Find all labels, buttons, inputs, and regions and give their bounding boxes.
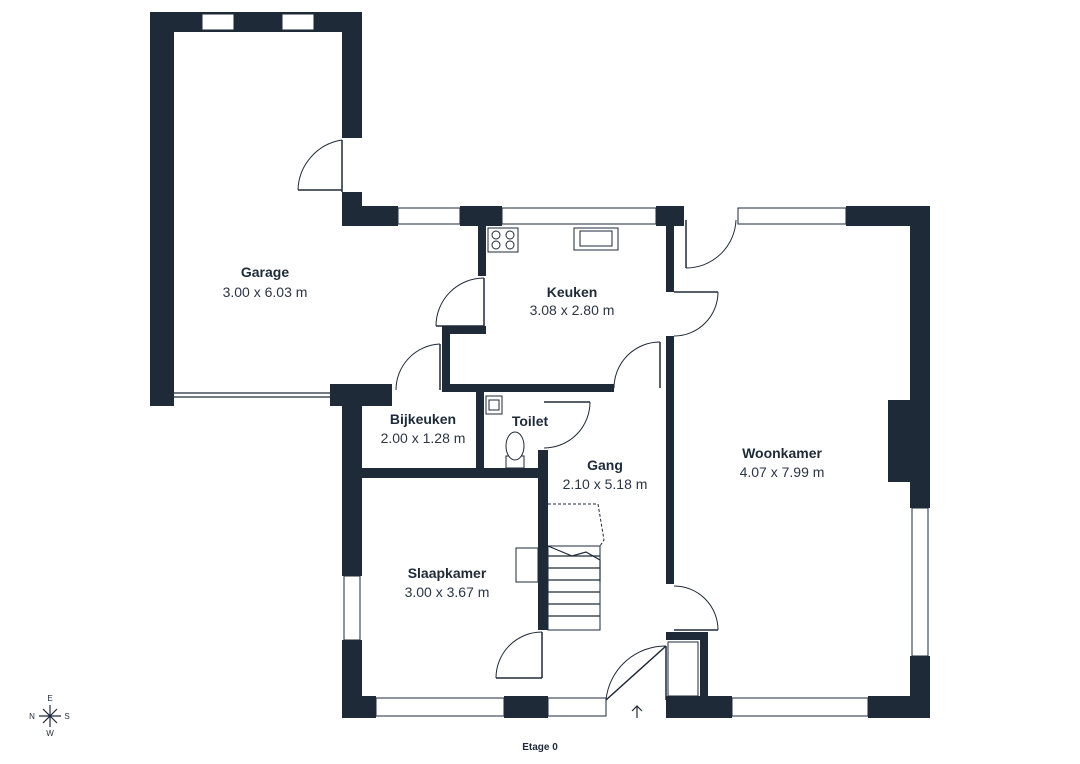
stove-icon <box>487 227 519 253</box>
woonkamer-door <box>673 585 719 631</box>
top-entrance-door <box>685 219 737 269</box>
room-name-keuken: Keuken <box>547 284 598 300</box>
keuken-walls <box>478 226 674 384</box>
bijkeuken-door <box>395 343 441 391</box>
keuken-right-door <box>673 291 719 337</box>
sink-icon <box>573 227 619 251</box>
top-walls <box>342 206 930 226</box>
garage-walls <box>150 12 362 406</box>
room-name-slaapkamer: Slaapkamer <box>408 565 487 581</box>
room-name-bijkeuken: Bijkeuken <box>390 411 456 427</box>
room-size-woonkamer: 4.07 x 7.99 m <box>740 464 825 480</box>
room-name-garage: Garage <box>241 264 289 280</box>
front-door <box>605 645 667 701</box>
slaapkamer-walls <box>342 384 607 718</box>
room-size-bijkeuken: 2.00 x 1.28 m <box>381 430 466 446</box>
compass-east: E <box>47 694 52 703</box>
compass-north: N <box>29 712 35 721</box>
keuken-left-door <box>435 277 485 327</box>
compass-south: S <box>64 712 69 721</box>
gang-keuken-door <box>613 341 661 389</box>
garage-door <box>297 139 343 192</box>
radiator-icon <box>515 547 539 583</box>
entrance-arrow-icon <box>631 705 643 718</box>
room-name-gang: Gang <box>587 457 623 473</box>
toilet-icon <box>505 431 525 469</box>
compass-west: W <box>46 729 54 738</box>
room-size-slaapkamer: 3.00 x 3.67 m <box>405 584 490 600</box>
washbasin-icon <box>485 395 503 415</box>
woonkamer-walls <box>666 206 930 718</box>
room-size-garage: 3.00 x 6.03 m <box>223 284 308 300</box>
room-name-toilet: Toilet <box>512 413 549 429</box>
room-size-gang: 2.10 x 5.18 m <box>563 476 648 492</box>
floor-label: Etage 0 <box>522 742 558 753</box>
toilet-door <box>543 401 591 449</box>
slaapkamer-door <box>495 631 543 679</box>
compass-icon: E W N S <box>29 694 70 738</box>
stairs-icon <box>547 503 605 631</box>
room-name-woonkamer: Woonkamer <box>742 445 822 461</box>
room-size-keuken: 3.08 x 2.80 m <box>530 302 615 318</box>
